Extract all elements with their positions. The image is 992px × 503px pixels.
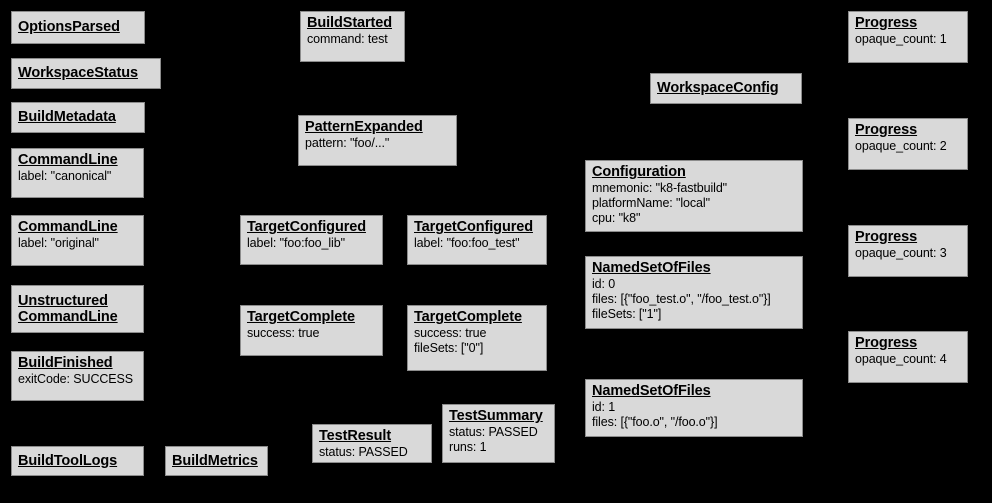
- event-node-field: label: "canonical": [18, 169, 112, 183]
- event-node-unstructured-command-line[interactable]: Unstructured CommandLine: [11, 285, 144, 333]
- event-node-title: BuildToolLogs: [18, 452, 118, 469]
- event-node-field: fileSets: ["0"]: [414, 341, 484, 355]
- event-node-fields: mnemonic: "k8-fastbuild"platformName: "l…: [592, 181, 797, 226]
- event-node-field: success: true: [414, 326, 487, 340]
- event-node-title: TargetComplete: [247, 309, 355, 325]
- event-node-field: cpu: "k8": [592, 211, 641, 225]
- event-node-workspace-config[interactable]: WorkspaceConfig: [650, 73, 802, 104]
- event-node-field: pattern: "foo/...": [305, 136, 390, 150]
- event-node-title: BuildStarted: [307, 15, 393, 31]
- event-node-field: label: "foo:foo_lib": [247, 236, 345, 250]
- event-node-field: files: [{"foo_test.o", "/foo_test.o"}]: [592, 292, 771, 306]
- event-node-title: CommandLine: [18, 152, 118, 168]
- event-node-title: OptionsParsed: [18, 19, 120, 35]
- event-node-title: NamedSetOfFiles: [592, 383, 711, 399]
- event-node-title: WorkspaceStatus: [18, 65, 138, 81]
- event-node-field: platformName: "local": [592, 196, 710, 210]
- event-node-title: TargetComplete: [414, 309, 522, 325]
- event-node-fields: opaque_count: 2: [855, 139, 962, 154]
- event-node-title: BuildMetadata: [18, 109, 116, 125]
- event-node-fields: command: test: [307, 32, 399, 47]
- event-node-field: status: PASSED: [319, 445, 408, 459]
- event-node-fields: label: "canonical": [18, 169, 138, 184]
- event-node-field: fileSets: ["1"]: [592, 307, 662, 321]
- event-node-field: opaque_count: 1: [855, 32, 947, 46]
- event-node-title: BuildFinished: [18, 355, 113, 371]
- event-node-fields: label: "foo:foo_lib": [247, 236, 377, 251]
- event-node-field: command: test: [307, 32, 388, 46]
- event-node-title: Configuration: [592, 164, 686, 180]
- event-node-field: id: 1: [592, 400, 616, 414]
- event-node-title: TargetConfigured: [247, 219, 366, 235]
- event-node-fields: opaque_count: 1: [855, 32, 962, 47]
- event-node-field: success: true: [247, 326, 320, 340]
- event-node-fields: label: "original": [18, 236, 138, 251]
- event-node-fields: opaque_count: 3: [855, 246, 962, 261]
- event-node-workspace-status[interactable]: WorkspaceStatus: [11, 58, 161, 89]
- event-node-field: files: [{"foo.o", "/foo.o"}]: [592, 415, 718, 429]
- event-node-title: Progress: [855, 335, 918, 351]
- event-node-fields: status: PASSED: [319, 445, 426, 460]
- event-node-title: PatternExpanded: [305, 119, 423, 135]
- event-node-field: runs: 1: [449, 440, 487, 454]
- event-node-title: TestSummary: [449, 408, 543, 424]
- event-node-title: Progress: [855, 122, 918, 138]
- event-node-title: CommandLine: [18, 219, 118, 235]
- event-node-title: Progress: [855, 229, 918, 245]
- event-node-title: Progress: [855, 15, 918, 31]
- event-node-field: exitCode: SUCCESS: [18, 372, 134, 386]
- event-node-build-metadata[interactable]: BuildMetadata: [11, 102, 145, 133]
- event-node-title: TargetConfigured: [414, 219, 533, 235]
- event-node-field: label: "original": [18, 236, 99, 250]
- event-node-title: WorkspaceConfig: [657, 80, 779, 96]
- event-node-fields: opaque_count: 4: [855, 352, 962, 367]
- event-node-options-parsed[interactable]: OptionsParsed: [11, 11, 145, 44]
- event-node-field: label: "foo:foo_test": [414, 236, 520, 250]
- event-node-field: status: PASSED: [449, 425, 538, 439]
- event-node-title: NamedSetOfFiles: [592, 260, 711, 276]
- event-node-fields: pattern: "foo/...": [305, 136, 451, 151]
- event-node-fields: success: true: [247, 326, 377, 341]
- event-node-field: opaque_count: 4: [855, 352, 947, 366]
- event-node-fields: label: "foo:foo_test": [414, 236, 541, 251]
- event-node-title: Unstructured CommandLine: [18, 292, 118, 325]
- event-node-title: TestResult: [319, 428, 392, 444]
- event-node-field: mnemonic: "k8-fastbuild": [592, 181, 728, 195]
- event-node-field: opaque_count: 3: [855, 246, 947, 260]
- event-node-field: opaque_count: 2: [855, 139, 947, 153]
- event-node-build-tool-logs[interactable]: BuildToolLogs: [11, 446, 144, 476]
- event-node-field: id: 0: [592, 277, 616, 291]
- event-node-title: BuildMetrics: [172, 452, 258, 469]
- event-node-fields: exitCode: SUCCESS: [18, 372, 138, 387]
- event-node-build-metrics[interactable]: BuildMetrics: [165, 446, 268, 476]
